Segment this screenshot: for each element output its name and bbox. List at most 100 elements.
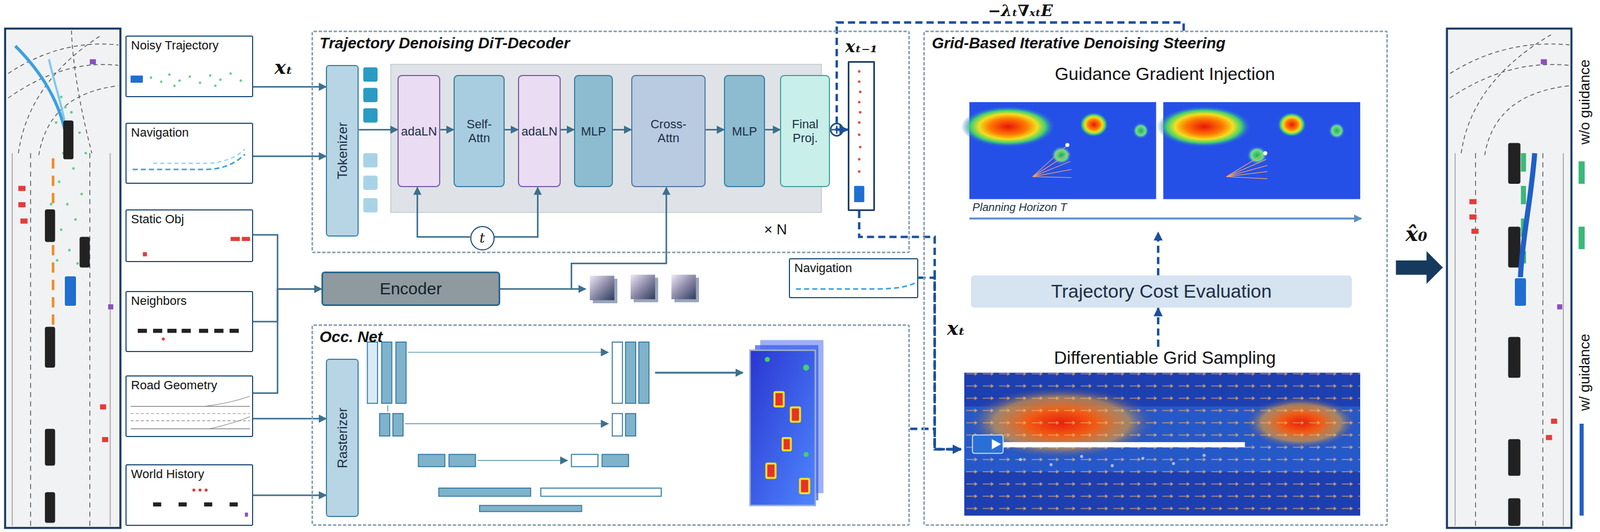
left-scene [29,153,31,526]
right-scene [1508,336,1521,379]
right-scene [1454,153,1456,526]
connector [1156,232,1160,276]
input-previews [204,395,251,406]
legend-text: w/ guidance [1576,333,1593,411]
occupancy-map [775,393,783,406]
grid-sampling-map [992,439,1002,450]
input-previews [214,84,217,87]
output-arrow [1395,250,1443,284]
occupancy-map [783,439,791,450]
module-group: Trajectory Denoising DiT-DecoderTokenize… [311,30,911,254]
guidance-heatmaps [1226,153,1268,179]
free-label: × N [763,221,787,238]
dit-backdrop [363,198,378,213]
dit-backdrop [363,64,864,213]
right-scene [1508,439,1521,476]
left-scene [44,120,90,523]
input-previews [239,79,243,82]
unet [477,460,568,461]
input-previews [242,237,251,241]
unet [418,454,446,467]
node-text: Tokenizer [334,122,351,180]
input-previews [214,328,224,333]
input-previews [229,328,240,333]
right-scene [1562,153,1564,526]
connector [705,128,724,131]
guidance-heatmaps [969,217,1362,220]
unet [625,341,636,404]
left-scene [59,228,63,231]
input-previews [153,148,245,164]
node-text: Navigation [131,125,189,140]
layer-block: adaLN [517,74,561,188]
connector [253,86,327,88]
left-scene [66,202,69,206]
guidance-heatmaps [1246,146,1268,165]
left-scene [69,111,73,114]
guidance-heatmaps [1132,122,1149,139]
left-scene [4,28,121,528]
input-previews [204,488,209,492]
input-previews [178,502,188,507]
node-text: Cross- Attn [650,117,687,146]
left-scene [57,180,61,184]
occupancy-map [765,390,811,495]
grid-sampling-map [994,441,1245,447]
guidance-heatmaps [1226,171,1268,177]
node-text: Road Geometry [131,378,218,392]
node-text: adaLN [400,124,437,139]
unet [379,413,390,436]
input-box: Neighbors [125,290,254,352]
input-previews [168,73,171,76]
left-scene [8,43,119,74]
unet [625,413,636,436]
input-previews [178,79,181,82]
guidance-heatmaps [1050,146,1072,165]
unet [612,341,623,404]
connector [504,128,518,131]
left-scene [84,151,88,155]
input-previews [188,75,191,78]
feature-cubes [630,274,656,300]
guidance-heatmaps [1226,176,1268,179]
left-scene [89,59,97,65]
feature-cubes [571,288,586,290]
input-previews [198,488,202,492]
input-previews [153,502,162,507]
grid-sampling-map [1080,454,1084,459]
guidance-heatmaps [1032,144,1068,177]
layer-block: Final Proj. [780,74,830,188]
input-previews [198,81,201,84]
connector [560,128,575,131]
left-scene [102,436,109,442]
guidance-heatmaps [1079,112,1109,137]
guidance-heatmaps [1156,106,1251,148]
input-previews [192,488,208,492]
input-previews [230,237,240,241]
edge-label: xₜ [945,318,968,339]
panel-region: Differentiable Grid Sampling [960,346,1370,520]
legend-text: w/o guidance [1576,59,1593,145]
input-previews [208,74,211,77]
right-scene [1508,142,1521,184]
right-scene [1446,28,1572,528]
vertical-block: Rasterizer [325,358,359,517]
occupancy-map [781,436,792,452]
input-box: Navigation [788,258,919,299]
left-scene [44,209,55,243]
node-text: Guidance Gradient Injection [1054,63,1276,85]
left-scene [8,64,119,98]
node-text: xₜ₋₁ [845,37,878,57]
node-text: Grid-Based Iterative Denoising Steering [931,34,1226,53]
dit-backdrop [363,87,378,103]
module-group: Grid-Based Iterative Denoising SteeringG… [923,30,1388,526]
node-text: MLP [731,124,757,139]
unet [408,351,608,353]
right-scene [1471,228,1479,234]
dit-backdrop [363,153,378,168]
input-box: World History [125,464,254,526]
left-scene [18,202,26,208]
input-previews [159,80,163,83]
left-scene [78,131,82,135]
connector [253,155,327,158]
